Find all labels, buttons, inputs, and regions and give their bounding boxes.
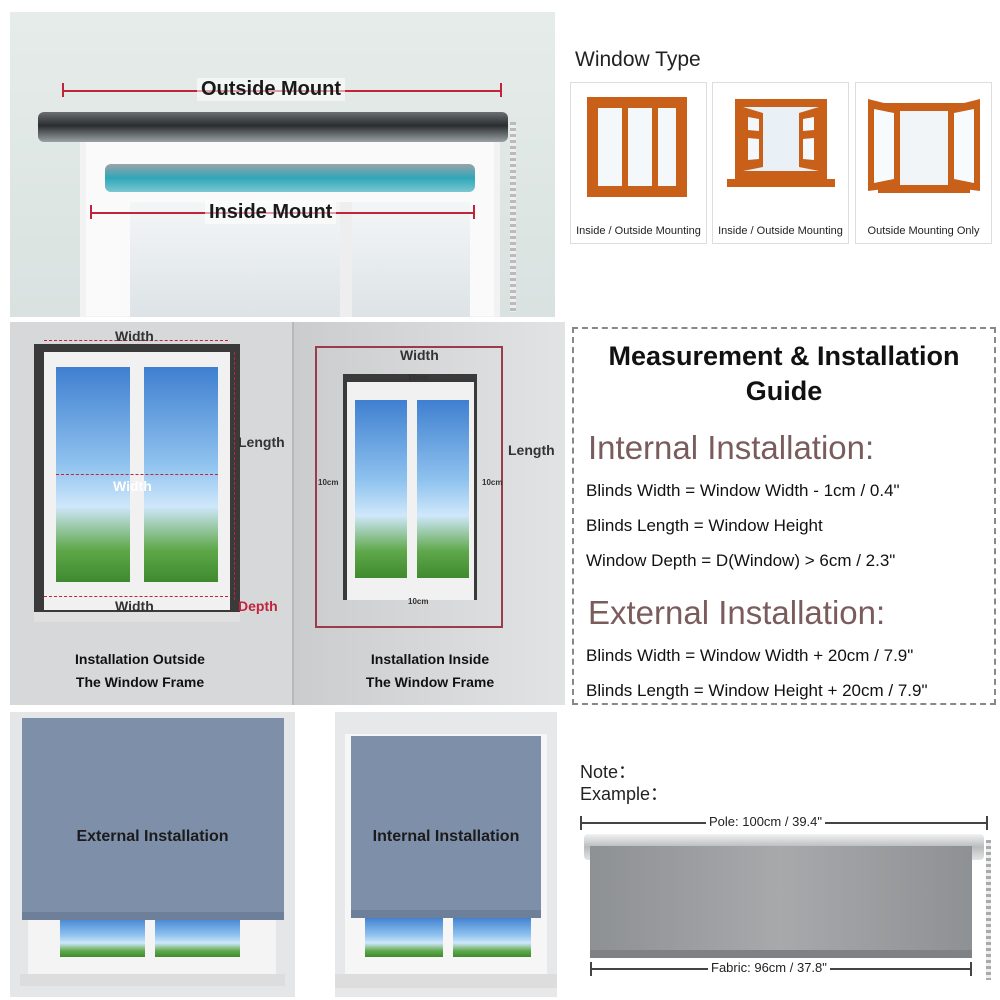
outside-mount-label: Outside Mount — [197, 78, 345, 101]
example-blind-bottom-bar — [590, 950, 972, 958]
inside-width-label: Width — [400, 347, 439, 363]
inside-length-label: Length — [508, 442, 555, 458]
inside-diagram-caption: Installation Inside The Window Frame — [320, 648, 540, 694]
inside-gap-right: 10cm — [482, 478, 503, 487]
inside-caption-line1: Installation Inside — [370, 651, 490, 667]
internal-line-1: Blinds Width = Window Width - 1cm / 0.4" — [586, 481, 900, 500]
outside-width-bottom-label: Width — [115, 598, 154, 614]
outside-length-line — [234, 352, 236, 600]
outside-length-label: Length — [238, 434, 285, 450]
internal-blind-photo: Internal Installation — [335, 712, 557, 997]
internal-line-2: Blinds Length = Window Height — [586, 516, 823, 535]
outside-diagram-caption: Installation Outside The Window Frame — [30, 648, 250, 694]
external-window-pane-left — [60, 917, 145, 957]
window-type-caption-2: Inside / Outside Mounting — [718, 225, 843, 237]
window-mullion — [340, 202, 352, 317]
inside-measure-tick-right — [473, 205, 475, 219]
internal-blind-label: Internal Installation — [372, 828, 520, 845]
internal-blind-fabric — [351, 736, 541, 914]
pole-measure-tick-right — [986, 816, 988, 830]
window-type-card-2: Inside / Outside Mounting — [712, 82, 849, 244]
external-blind-bottom-bar — [22, 912, 284, 920]
window-type-caption-1: Inside / Outside Mounting — [576, 225, 701, 237]
installation-diagram-panel: Width Width Width Length Depth Installat… — [10, 322, 565, 705]
external-window-pane-right — [155, 917, 240, 957]
inside-caption-line2: The Window Frame — [365, 674, 495, 690]
inside-measure-tick-left — [90, 205, 92, 219]
internal-line-3: Window Depth = D(Window) > 6cm / 2.3" — [586, 551, 896, 570]
example-blind-fabric — [590, 846, 972, 956]
casement-window-icon — [727, 99, 835, 187]
outside-caption-line2: The Window Frame — [75, 674, 205, 690]
example-label: Example： — [580, 784, 669, 804]
internal-window-pane-left — [365, 917, 443, 957]
external-blind-label: External Installation — [76, 828, 229, 845]
mount-photo: Outside Mount Inside Mount — [10, 12, 555, 317]
inside-gap-bottom: 10cm — [408, 597, 429, 606]
fabric-measure-tick-right — [970, 962, 972, 976]
outside-width-mid-label: Width — [113, 478, 152, 494]
window-type-card-1: Inside / Outside Mounting — [570, 82, 707, 244]
external-blind-photo: External Installation — [10, 712, 295, 997]
fabric-measure-tick-left — [590, 962, 592, 976]
outside-depth-label: Depth — [238, 598, 278, 614]
fabric-measure-text: Fabric: 96cm / 37.8" — [708, 960, 830, 975]
inside-mount-roller — [105, 164, 475, 192]
outside-caption-line1: Installation Outside — [75, 651, 205, 667]
guide-title: Measurement & Installation Guide — [574, 339, 994, 409]
note-label: Note： — [580, 762, 637, 782]
inside-gap-top: 10cm — [408, 373, 429, 382]
window-type-caption-3: Outside Mounting Only — [867, 225, 980, 237]
open-casement-window-icon — [868, 99, 980, 193]
measurement-guide-box: Measurement & Installation Guide Interna… — [572, 327, 996, 705]
internal-window-pane-right — [453, 917, 531, 957]
outside-width-top-line — [44, 340, 228, 342]
external-installation-heading: External Installation: — [588, 594, 886, 631]
inside-mount-label: Inside Mount — [205, 201, 337, 224]
internal-window-sill — [335, 974, 557, 988]
inside-window-pane-right — [417, 400, 469, 578]
pole-measure-text: Pole: 100cm / 39.4" — [706, 814, 826, 829]
outside-measure-tick-right — [500, 83, 502, 97]
outside-mount-roller — [38, 112, 508, 142]
external-line-1: Blinds Width = Window Width + 20cm / 7.9… — [586, 646, 914, 665]
internal-blind-bottom-bar — [351, 910, 541, 918]
pole-measure-tick-left — [580, 816, 582, 830]
outside-width-top-label: Width — [115, 328, 154, 344]
outside-window-sill — [34, 612, 240, 622]
external-window-sill — [20, 974, 285, 986]
outside-measure-tick-left — [62, 83, 64, 97]
inside-measure-box — [315, 346, 503, 628]
example-pull-chain — [986, 840, 991, 980]
pull-chain — [510, 122, 516, 312]
room-corner-line — [292, 322, 294, 705]
internal-installation-heading: Internal Installation: — [588, 429, 875, 466]
inside-window-pane-left — [355, 400, 407, 578]
guide-title-line2: Guide — [745, 376, 823, 406]
guide-title-line1: Measurement & Installation — [608, 341, 960, 371]
window-type-card-3: Outside Mounting Only — [855, 82, 992, 244]
sliding-window-icon — [587, 97, 687, 197]
outside-width-mid-line — [56, 474, 218, 476]
outside-width-bottom-line — [44, 596, 228, 598]
inside-gap-left: 10cm — [318, 478, 339, 487]
window-type-title: Window Type — [575, 48, 701, 71]
external-line-2: Blinds Length = Window Height + 20cm / 7… — [586, 681, 928, 700]
external-blind-fabric — [22, 718, 284, 918]
